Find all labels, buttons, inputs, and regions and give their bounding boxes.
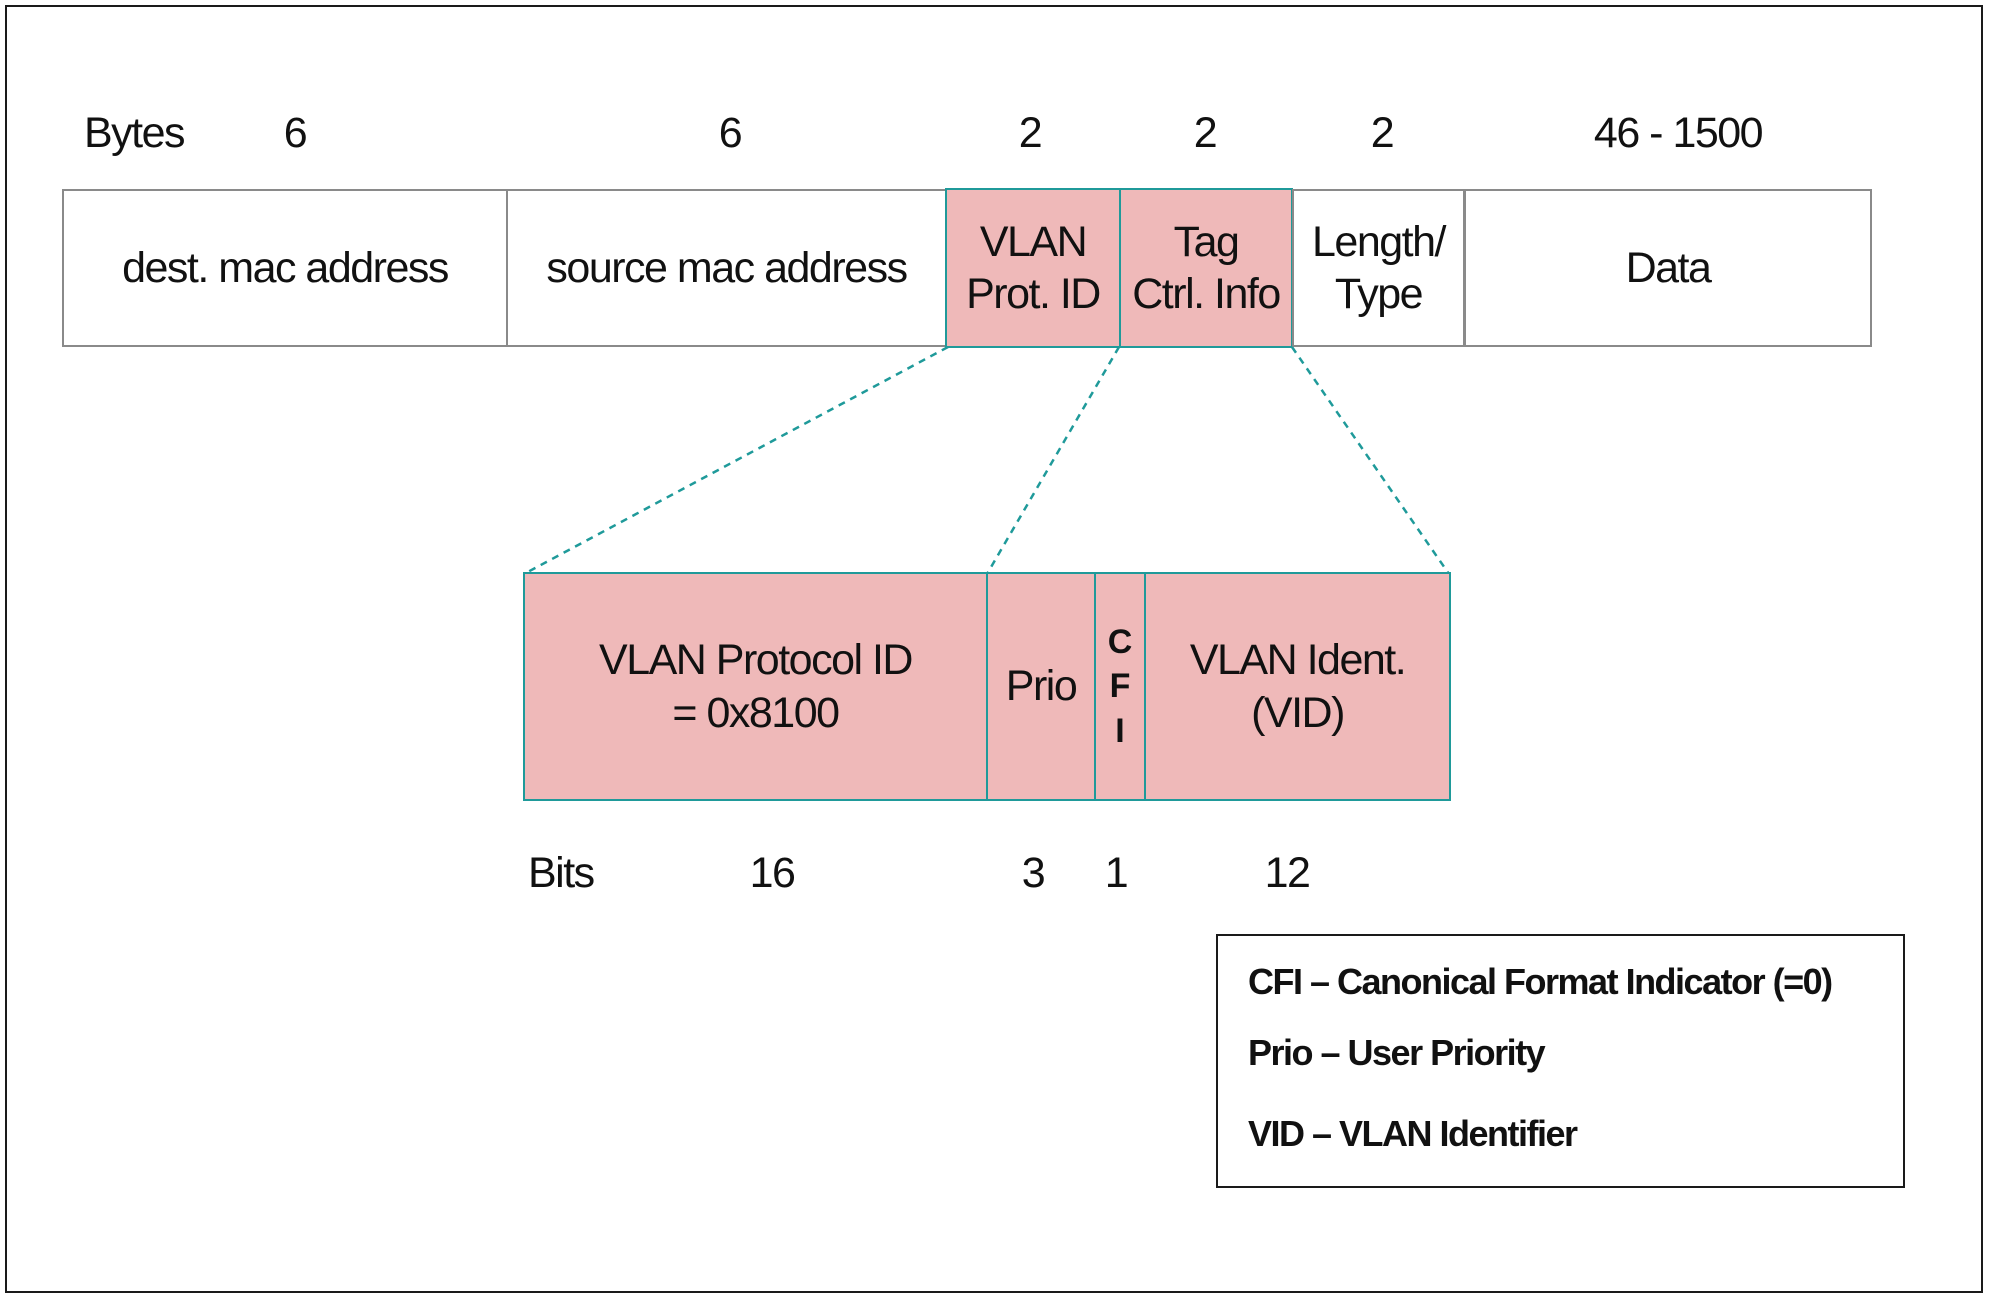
field-data-label: Data [1625,243,1712,292]
field-tag-ctrl-info-label: Tag Ctrl. Info [1132,217,1281,318]
field-dest-mac-label: dest. mac address [122,243,449,292]
field-source-mac-label: source mac address [546,243,908,292]
tag-field-vid: VLAN Ident. (VID) [1144,572,1451,801]
field-data: Data [1464,189,1872,347]
bytes-value-tag-ctrl: 2 [1193,109,1218,157]
legend-item-cfi: CFI – Canonical Format Indicator (=0) [1248,961,1833,1002]
tag-field-vid-label: VLAN Ident. (VID) [1189,636,1407,737]
legend-item-vid: VID – VLAN Identifier [1248,1113,1578,1154]
bits-value-prio: 3 [1021,849,1046,897]
bits-value-protocol-id: 16 [749,849,796,897]
bytes-value-dest: 6 [283,109,308,157]
field-length-type: Length/ Type [1292,189,1465,347]
field-vlan-prot-id: VLAN Prot. ID [945,188,1121,348]
diagram-frame [5,5,1983,1293]
bytes-value-data: 46 - 1500 [1593,109,1764,157]
bytes-value-vlan-prot: 2 [1018,109,1043,157]
bits-value-vid: 12 [1264,849,1311,897]
bits-label: Bits [528,849,595,897]
bytes-value-source: 6 [718,109,743,157]
bits-value-cfi: 1 [1104,849,1129,897]
tag-field-prio-label: Prio [1005,662,1078,711]
legend-box: CFI – Canonical Format Indicator (=0) Pr… [1216,934,1905,1188]
field-source-mac: source mac address [506,189,947,347]
bytes-label: Bytes [84,109,186,157]
field-vlan-prot-id-label: VLAN Prot. ID [966,217,1101,318]
tag-field-cfi-label: C F I [1107,623,1133,750]
field-length-type-label: Length/ Type [1312,217,1446,318]
tag-field-cfi: C F I [1094,572,1146,801]
tag-field-prio: Prio [986,572,1096,801]
legend-item-prio: Prio – User Priority [1248,1032,1546,1073]
bytes-value-length-type: 2 [1370,109,1395,157]
tag-field-vlan-protocol-id-label: VLAN Protocol ID = 0x8100 [599,636,913,737]
field-tag-ctrl-info: Tag Ctrl. Info [1119,188,1293,348]
field-dest-mac: dest. mac address [62,189,508,347]
tag-field-vlan-protocol-id: VLAN Protocol ID = 0x8100 [523,572,988,801]
